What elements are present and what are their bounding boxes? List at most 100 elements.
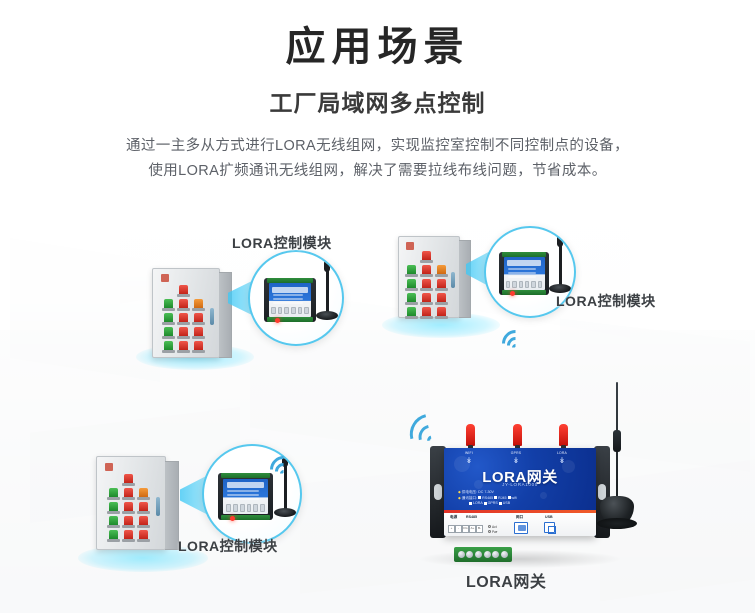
antenna-label-wifi: WIFI [465, 451, 473, 455]
cabinet-button-grid [106, 473, 151, 544]
terminal-pin: FG [462, 525, 469, 533]
gateway-antenna-wifi [466, 424, 475, 452]
indicator-button [405, 307, 419, 320]
cabinet-side-panel [219, 272, 232, 358]
indicator-button [121, 501, 135, 514]
button-row [162, 284, 204, 297]
lora-control-module-device [264, 278, 316, 323]
description-line-2: 使用LORA扩频通讯无线组网，解决了需要拉线布线问题，节省成本。 [148, 162, 607, 179]
indicator-button [176, 326, 190, 339]
module-terminal-row [225, 501, 266, 512]
indicator-button [136, 487, 150, 500]
module-top-terminal [221, 473, 270, 479]
indicator-button [136, 515, 150, 528]
indicator-button [435, 293, 448, 306]
terminal-screw [501, 551, 509, 558]
terminal-screw [466, 551, 474, 558]
spec-voltage-label: 供电电压: [461, 490, 478, 494]
terminal-screw [457, 551, 465, 558]
indicator-button [405, 293, 419, 306]
label-module-top-right: LORA控制模块 [556, 293, 656, 309]
led-act-row: Act [488, 525, 498, 530]
indicator-button [191, 326, 205, 339]
magnifier-circle [484, 226, 576, 318]
led-pwr-row: Pwr [488, 529, 498, 535]
bullet-icon: ◆ [458, 490, 461, 494]
indicator-button [176, 340, 190, 353]
interface-usb: USB [502, 501, 511, 506]
indicator-button [176, 312, 190, 325]
indicator-button [420, 293, 433, 306]
button-row [161, 340, 205, 353]
module-antenna-rod [284, 459, 287, 511]
label-gateway: LORA网关 [466, 574, 547, 591]
cabinet-body [398, 236, 460, 320]
module-power-led [510, 290, 515, 296]
antenna-icon-gprs: ↡ [512, 456, 520, 465]
module-spec-lines [507, 267, 537, 280]
indicator-button [176, 298, 190, 311]
cabinet-logo [406, 241, 415, 250]
module-antenna-tip [324, 260, 330, 272]
antenna-label-lora: LORA [556, 451, 568, 455]
module-bottom-terminal [221, 514, 270, 520]
indicator-button [176, 284, 190, 297]
description-paragraph: 通过一主多从方式进行LORA无线组网，实现监控室控制不同控制点的设备， 使用LO… [68, 134, 688, 184]
indicator-button [420, 307, 433, 320]
spec-interface-row-2: LORA GPRS USB [458, 501, 517, 507]
lora-control-module-device [218, 473, 273, 521]
antenna-icon-lora: ↡ [558, 456, 566, 465]
indicator-button [106, 501, 120, 514]
terminal-screw [492, 551, 500, 558]
indicator-button [161, 298, 175, 311]
indicator-button [420, 279, 433, 292]
button-row [161, 312, 205, 325]
spec-voltage-value: DC 7-30V [478, 490, 494, 494]
control-cabinet-top-left [136, 268, 254, 370]
antenna-label-gprs: GPRS [510, 451, 522, 455]
indicator-button [191, 340, 205, 353]
indicator-button [106, 529, 120, 542]
description-line-1: 通过一主多从方式进行LORA无线组网，实现监控室控制不同控制点的设备， [126, 138, 629, 154]
module-brand-text [506, 260, 542, 267]
chip-icon [498, 501, 502, 505]
button-row [161, 326, 205, 339]
control-cabinet-top-right [382, 236, 500, 338]
gateway-port-area: 电源 RS485 网口 USB + - FG A+ B- Act Pwr [444, 513, 596, 536]
cabinet-body [152, 268, 220, 358]
label-module-bottom-left: LORA控制模块 [178, 538, 278, 554]
module-power-led [275, 317, 281, 323]
led-icon [488, 529, 491, 533]
page-title: 应用场景 [285, 25, 470, 69]
gateway-brand-title: LORA网关 [482, 469, 558, 486]
module-antenna-rod [326, 264, 329, 314]
indicator-button [121, 473, 135, 486]
module-power-led [230, 515, 236, 521]
label-module-top-left: LORA控制模块 [232, 235, 332, 251]
module-brand-text [226, 482, 265, 489]
indicator-button [121, 487, 135, 500]
indicator-button [435, 265, 448, 278]
gateway-terminal-block: + - FG A+ B- [448, 525, 483, 533]
port-label-power: 电源 [450, 515, 458, 519]
antenna-icon-wifi: ↡ [465, 456, 473, 465]
indicator-button [161, 326, 175, 339]
spec-interface-label: 通讯接口: [461, 495, 478, 500]
led-icon [488, 525, 491, 528]
terminal-pin: B- [476, 525, 483, 533]
port-label-usb: USB [545, 515, 553, 519]
chip-icon [507, 496, 511, 500]
indicator-button [121, 529, 135, 542]
gateway-magnet-antenna [595, 382, 639, 552]
decorative-bubble [540, 492, 547, 499]
interface-rj45: RJ45 [498, 495, 507, 500]
gateway-specs: ◆ 供电电压: DC 7-30V ◆ 通讯接口: RS485 RJ45 wifi [458, 490, 517, 507]
spec-interface-row: ◆ 通讯接口: RS485 RJ45 wifi [458, 496, 517, 502]
decorative-bubble [454, 456, 470, 472]
module-bottom-terminal [267, 317, 313, 322]
indicator-button [435, 307, 448, 320]
cabinet-side-panel [165, 461, 179, 550]
module-bottom-terminal [502, 290, 546, 295]
module-antenna-base [274, 508, 296, 517]
